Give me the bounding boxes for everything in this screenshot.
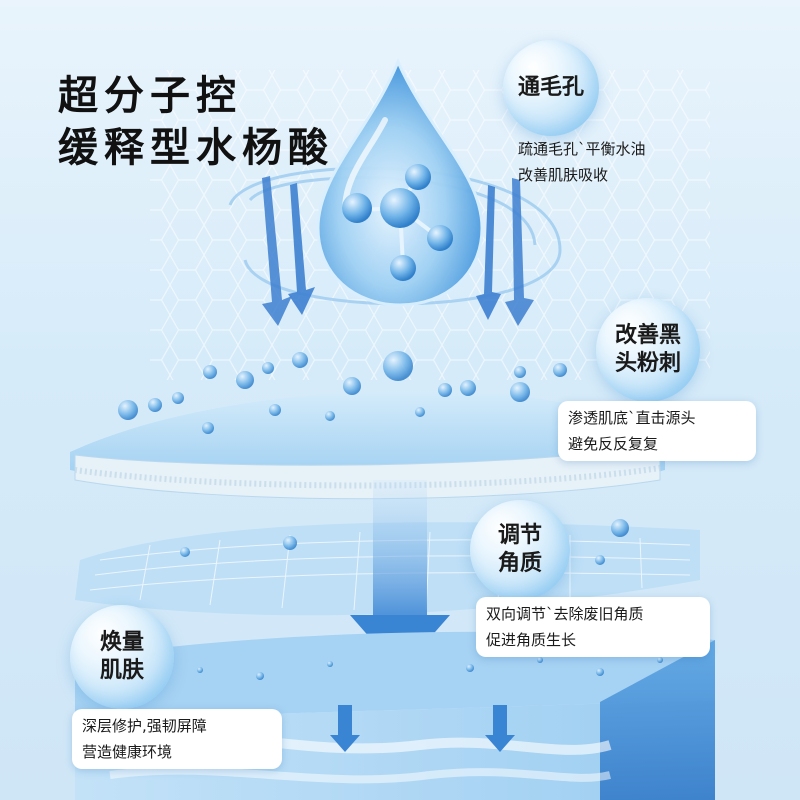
down-arrow-icon	[262, 176, 315, 326]
feature-title: 焕量	[99, 630, 144, 655]
description-line: 双向调节`去除废旧角质	[486, 605, 644, 623]
skin-layer-top	[70, 390, 665, 500]
description-line: 改善肌肤吸收	[518, 166, 609, 184]
description-line: 促进角质生长	[486, 631, 577, 649]
water-drop-molecule-icon	[316, 58, 484, 307]
feature-description-unclog-pores: 疏通毛孔`平衡水油 改善肌肤吸收	[518, 136, 646, 188]
feature-bubble-unclog-pores: 通毛孔	[503, 40, 599, 136]
feature-bubble-blackheads: 改善黑 头粉刺	[596, 298, 700, 402]
description-line: 渗透肌底`直击源头	[568, 409, 696, 427]
headline-line-2: 缓释型水杨酸	[58, 125, 334, 171]
feature-title: 改善黑	[614, 323, 681, 348]
feature-title: 通毛孔	[517, 75, 584, 100]
feature-title: 肌肤	[99, 658, 144, 683]
feature-description-card-keratin: 双向调节`去除废旧角质 促进角质生长	[476, 597, 710, 657]
feature-description-card-blackheads: 渗透肌底`直击源头 避免反反复复	[558, 401, 756, 461]
feature-title: 头粉刺	[614, 351, 681, 376]
description-line: 营造健康环境	[82, 743, 173, 761]
description-line: 疏通毛孔`平衡水油	[518, 140, 646, 158]
feature-bubble-renew-skin: 焕量 肌肤	[70, 605, 174, 709]
feature-title: 调节	[497, 523, 542, 548]
description-line: 深层修护,强韧屏障	[82, 717, 207, 735]
description-line: 避免反反复复	[568, 435, 659, 453]
feature-bubble-keratin: 调节 角质	[470, 500, 570, 600]
headline-line-1: 超分子控	[58, 73, 242, 119]
down-arrow-icon	[476, 178, 534, 326]
feature-title: 角质	[497, 551, 542, 576]
headline: 超分子控 缓释型水杨酸	[58, 70, 334, 174]
feature-description-card-renew-skin: 深层修护,强韧屏障 营造健康环境	[72, 709, 282, 769]
